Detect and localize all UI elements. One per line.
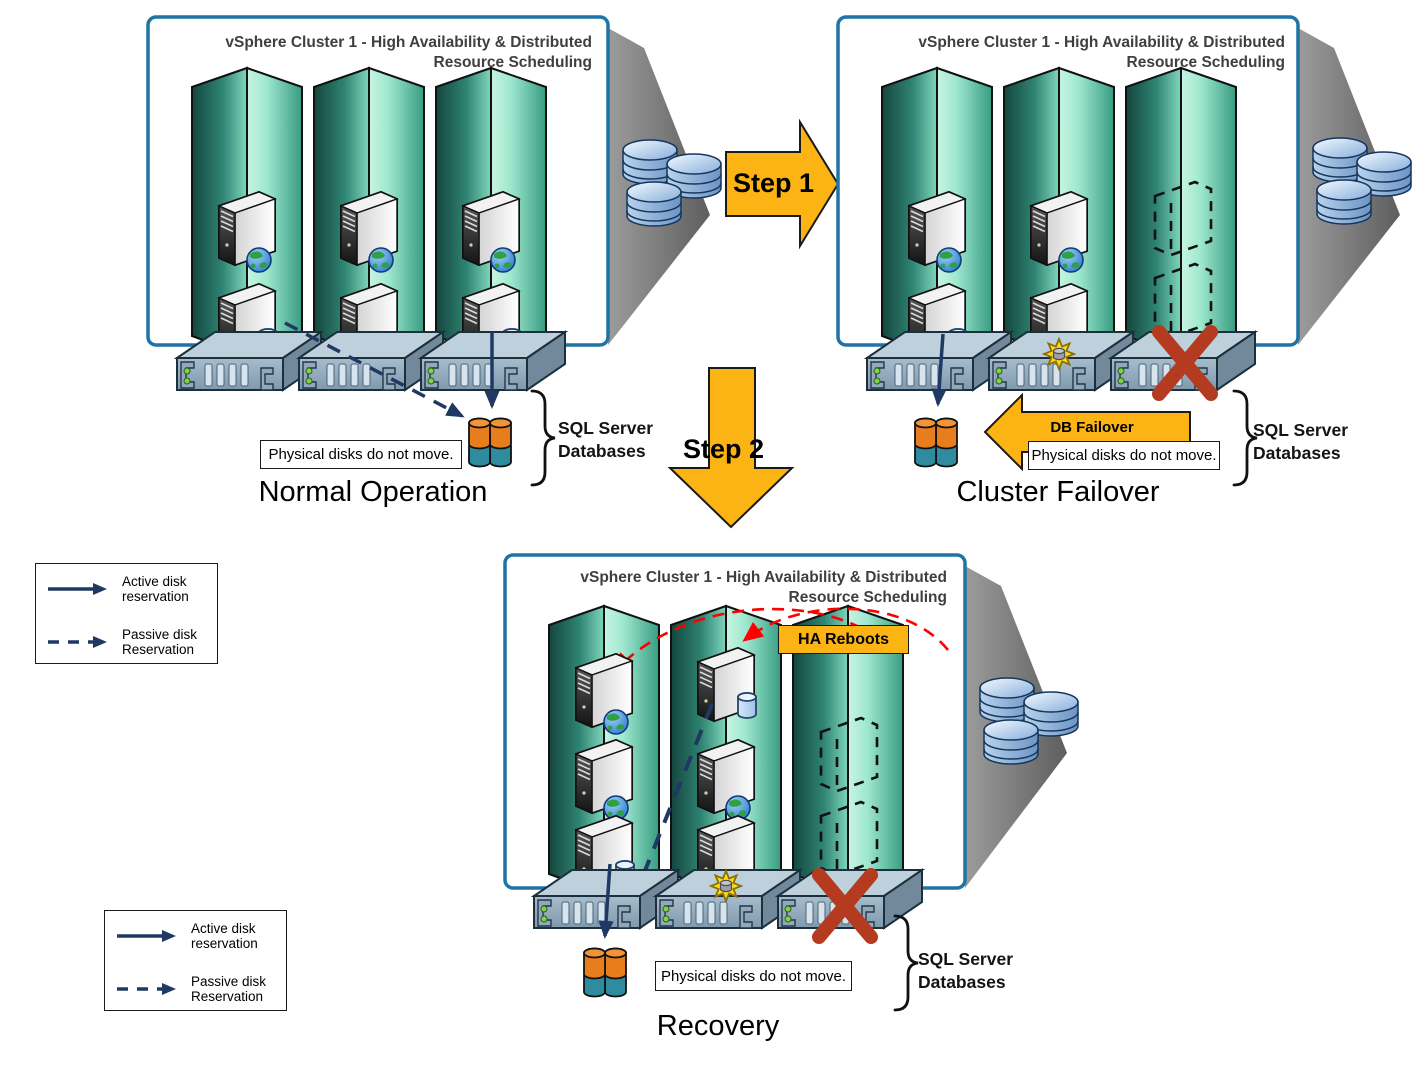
passive-arrow-icon [117,983,176,995]
caption-cluster-failover: Cluster Failover [956,476,1160,508]
active-arrow-icon [117,930,176,942]
legend-active-line1: Active disk [122,574,187,589]
legend-active-label: Active disk reservation [122,574,189,604]
step2-label: Step 2 [683,434,765,464]
ha-reboots-label: HA Reboots [778,625,909,654]
globe-icon [490,247,516,273]
caption-normal-operation: Normal Operation [258,476,488,508]
legend-active-line2: reservation [122,589,189,604]
legend-passive-label: Passive disk Reservation [122,627,197,657]
globe-icon [246,247,272,273]
active-disk-arrow [931,333,947,408]
sql-label-line1: SQL Server [558,418,654,438]
panel-failover-graphics [836,15,1411,487]
gear-icon [1043,338,1075,370]
globe-icon [368,247,394,273]
sql-databases-label: SQL Server Databases [1253,419,1348,465]
cluster-title-recovery: vSphere Cluster 1 - High Availability & … [545,568,947,608]
legend-box: Active disk reservation Passive disk Res… [35,563,218,664]
physical-disks-note: Physical disks do not move. [260,440,462,469]
legend-active-label: Active disk reservation [191,921,258,951]
legend-active-line2: reservation [191,936,258,951]
cluster-title-line2: Resource Scheduling [788,589,947,606]
cluster-title-failover: vSphere Cluster 1 - High Availability & … [880,33,1285,73]
active-disk-arrow [598,863,614,940]
physical-disks-note: Physical disks do not move. [655,961,852,991]
globe-icon [1058,247,1084,273]
panel-recovery-graphics [503,553,1078,1012]
physical-disks-note: Physical disks do not move. [1028,441,1220,470]
caption-recovery: Recovery [656,1010,780,1042]
legend-active-row: Active disk reservation [115,921,278,951]
panel-normal-graphics [146,15,721,487]
sql-databases-label: SQL Server Databases [918,948,1013,994]
step2-arrow [667,367,795,529]
sql-label-line2: Databases [558,441,646,461]
legend-passive-row: Passive disk Reservation [46,627,209,657]
passive-disk-arrow [284,321,465,418]
step1-arrow [725,118,840,250]
legend-passive-row: Passive disk Reservation [115,974,278,1004]
brace [893,914,920,1012]
sql-label-line2: Databases [918,972,1006,992]
db-failover-label: DB Failover [1050,419,1134,436]
legend-box: Active disk reservation Passive disk Res… [104,910,287,1011]
database-cylinder-icon [737,692,757,719]
passive-arrow-icon [48,636,107,648]
cluster-title-line2: Resource Scheduling [1126,54,1285,71]
legend-passive-line2: Reservation [191,989,264,1004]
cluster-title-line1: vSphere Cluster 1 - High Availability & … [225,34,592,51]
sql-db-cylinders-icon [584,949,626,997]
legend-active-line1: Active disk [191,921,256,936]
legend-passive-label: Passive disk Reservation [191,974,266,1004]
legend-active-row: Active disk reservation [46,574,209,604]
sql-label-line1: SQL Server [918,949,1014,969]
passive-disk-arrow [624,703,714,919]
cluster-title-normal: vSphere Cluster 1 - High Availability & … [190,33,592,73]
esx-host-pillar [1125,67,1237,357]
cluster-title-line1: vSphere Cluster 1 - High Availability & … [918,34,1285,51]
legend-passive-line1: Passive disk [191,974,267,989]
globe-icon [936,247,962,273]
legend-passive-line2: Reservation [122,642,195,657]
sql-db-cylinders-icon [915,419,957,467]
globe-icon [603,709,629,735]
legend-passive-line1: Passive disk [122,627,198,642]
active-arrow-icon [48,583,107,595]
ha-restart-arrow [612,607,894,674]
cluster-title-line1: vSphere Cluster 1 - High Availability & … [580,569,947,586]
step1-label: Step 1 [733,168,815,198]
sql-databases-label: SQL Server Databases [558,417,653,463]
cluster-title-line2: Resource Scheduling [433,54,592,71]
sql-label-line2: Databases [1253,443,1341,463]
sql-db-cylinders-icon [469,419,511,467]
sql-label-line1: SQL Server [1253,420,1349,440]
ha-restart-arrow [742,607,950,651]
brace [530,389,557,487]
gear-icon [710,870,742,902]
